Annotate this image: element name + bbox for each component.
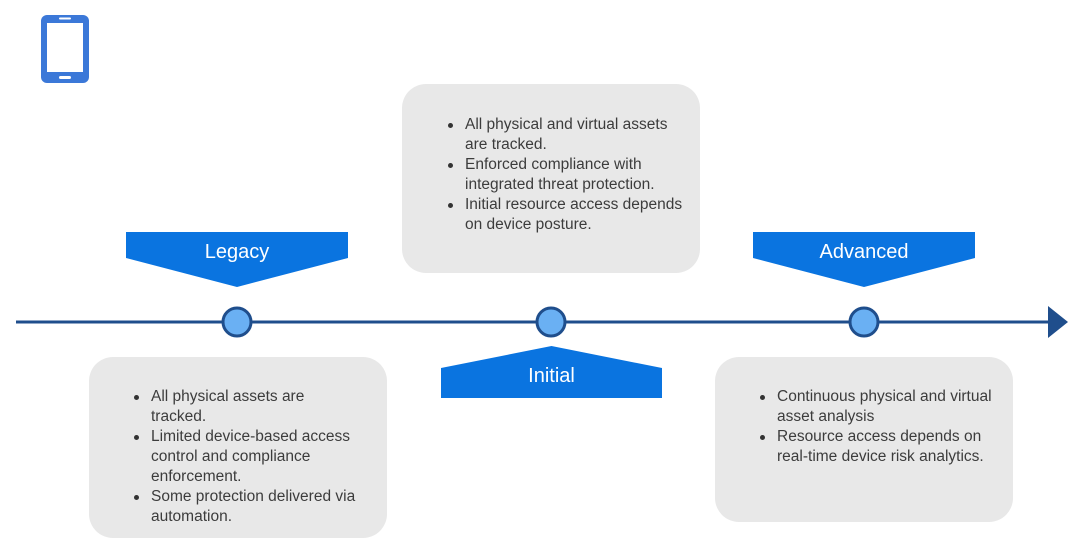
list-item: All physical assets are tracked. xyxy=(134,387,375,427)
stage-label-advanced: Advanced xyxy=(753,232,975,287)
timeline-node-legacy xyxy=(221,306,253,338)
list-item: Initial resource access depends on devic… xyxy=(448,195,686,235)
bullet-list: All physical and virtual assets are trac… xyxy=(445,115,686,235)
list-item: Some protection delivered via automation… xyxy=(134,487,375,527)
timeline-arrowhead xyxy=(1048,306,1068,338)
stage-description-initial: All physical and virtual assets are trac… xyxy=(402,84,700,273)
stage-description-legacy: All physical assets are tracked. Limited… xyxy=(89,357,387,538)
list-item: Resource access depends on real-time dev… xyxy=(760,427,1009,467)
list-item: Continuous physical and virtual asset an… xyxy=(760,387,1009,427)
bullet-list: All physical assets are tracked. Limited… xyxy=(131,387,375,527)
bullet-list: Continuous physical and virtual asset an… xyxy=(757,387,1009,467)
timeline-node-advanced xyxy=(848,306,880,338)
stage-label-advanced-text: Advanced xyxy=(819,241,909,263)
stage-label-initial-text: Initial xyxy=(528,365,575,387)
stage-label-initial: Initial xyxy=(441,346,662,398)
stage-description-advanced: Continuous physical and virtual asset an… xyxy=(715,357,1013,522)
mobile-phone-icon xyxy=(40,14,90,84)
list-item: Limited device-based access control and … xyxy=(134,427,375,487)
list-item: All physical and virtual assets are trac… xyxy=(448,115,686,155)
timeline-node-initial xyxy=(535,306,567,338)
list-item: Enforced compliance with integrated thre… xyxy=(448,155,686,195)
stage-label-legacy: Legacy xyxy=(126,232,348,287)
stage-label-legacy-text: Legacy xyxy=(204,241,270,263)
